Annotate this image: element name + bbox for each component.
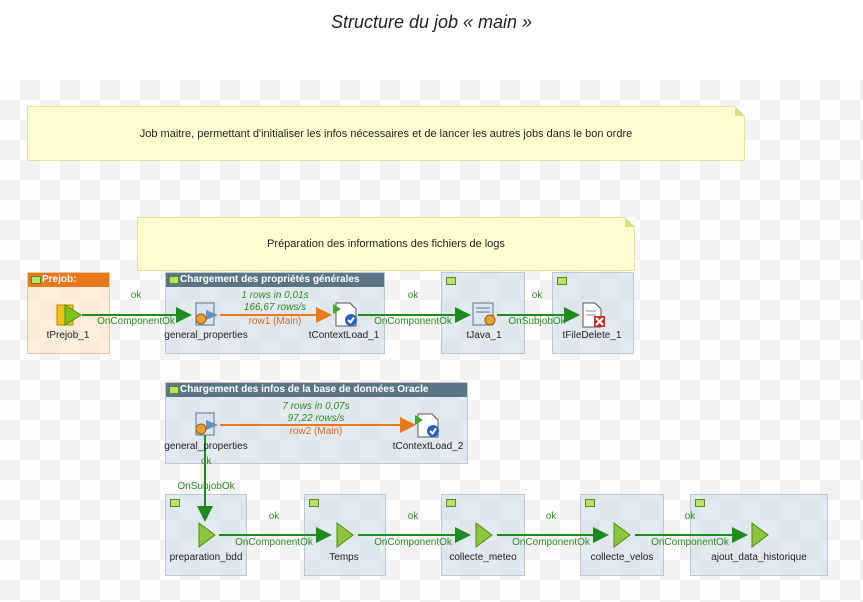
collapse-icon[interactable] — [585, 499, 595, 507]
link-label-trigger: OnComponentOk — [374, 537, 452, 548]
run-job-icon[interactable] — [475, 522, 493, 548]
component-label: tJava_1 — [466, 330, 502, 341]
link-label-ok: ok — [531, 290, 543, 301]
component-label: Temps — [329, 552, 359, 563]
file-delete-icon[interactable] — [580, 302, 606, 328]
collapse-icon[interactable] — [446, 499, 456, 507]
job-design-canvas[interactable] — [0, 80, 863, 602]
prejob-icon[interactable] — [56, 302, 82, 328]
link-label-trigger: OnComponentOk — [651, 537, 729, 548]
context-load-icon[interactable] — [414, 411, 442, 439]
collapse-icon[interactable] — [169, 386, 179, 394]
subjob-oracle-title: Chargement des infos de la base de donné… — [166, 383, 467, 397]
subjob-prejob-title: Prejob: — [28, 273, 109, 287]
link-label-trigger: OnComponentOk — [235, 537, 313, 548]
component-label: tContextLoad_2 — [392, 441, 464, 452]
link-label-ok: ok — [268, 511, 280, 522]
link-label-ok: ok — [130, 290, 142, 301]
java-icon[interactable] — [470, 302, 498, 328]
link-label-trigger: OnComponentOk — [512, 537, 590, 548]
component-label: collecte_meteo — [449, 552, 517, 563]
page-title: Structure du job « main » — [330, 12, 533, 32]
component-label: tFileDelete_1 — [562, 330, 622, 341]
link-label-row: row1 (Main) — [248, 316, 302, 327]
properties-file-icon[interactable] — [192, 412, 220, 438]
link-stat-rows: 7 rows in 0,07s — [282, 401, 350, 412]
component-label: general_properties — [164, 441, 248, 452]
context-load-icon[interactable] — [332, 300, 360, 328]
link-label-ok: ok — [684, 511, 696, 522]
note-logs[interactable]: Préparation des informations des fichier… — [137, 217, 635, 271]
note-logs-text: Préparation des informations des fichier… — [267, 238, 505, 250]
link-label-ok: ok — [407, 290, 419, 301]
subjob-general-properties-title: Chargement des propriétés générales — [166, 273, 384, 287]
component-label: tContextLoad_1 — [308, 330, 380, 341]
link-label-ok: ok — [407, 511, 419, 522]
note-main-text: Job maitre, permettant d'initialiser les… — [139, 127, 633, 140]
link-label-trigger: OnSubjobOk — [177, 481, 235, 492]
link-label-trigger: OnComponentOk — [374, 316, 452, 327]
component-label: collecte_velos — [590, 552, 654, 563]
collapse-icon[interactable] — [446, 277, 456, 285]
run-job-icon[interactable] — [198, 522, 216, 548]
collapse-icon[interactable] — [309, 499, 319, 507]
link-label-row: row2 (Main) — [289, 426, 343, 437]
link-stat-rate: 166,67 rows/s — [243, 302, 307, 313]
note-main[interactable]: Job maitre, permettant d'initialiser les… — [27, 106, 745, 161]
run-job-icon[interactable] — [751, 522, 769, 548]
link-label-trigger: OnComponentOk — [97, 316, 175, 327]
component-label: ajout_data_historique — [711, 552, 807, 563]
collapse-icon[interactable] — [169, 276, 179, 284]
run-job-icon[interactable] — [336, 522, 354, 548]
link-label-ok: ok — [201, 456, 212, 467]
collapse-icon[interactable] — [557, 277, 567, 285]
component-label: preparation_bdd — [169, 552, 243, 563]
component-label: tPrejob_1 — [46, 330, 90, 341]
link-label-ok: ok — [545, 511, 557, 522]
collapse-icon[interactable] — [170, 499, 180, 507]
link-label-trigger: OnSubjobOk — [508, 316, 566, 327]
link-stat-rows: 1 rows in 0,01s — [241, 290, 309, 301]
properties-file-icon[interactable] — [192, 302, 220, 328]
collapse-icon[interactable] — [31, 276, 41, 284]
subjob-prejob[interactable]: Prejob: — [27, 272, 110, 354]
link-stat-rate: 97,22 rows/s — [287, 413, 345, 424]
collapse-icon[interactable] — [695, 499, 705, 507]
run-job-icon[interactable] — [613, 522, 631, 548]
component-label: general_properties — [164, 330, 248, 341]
